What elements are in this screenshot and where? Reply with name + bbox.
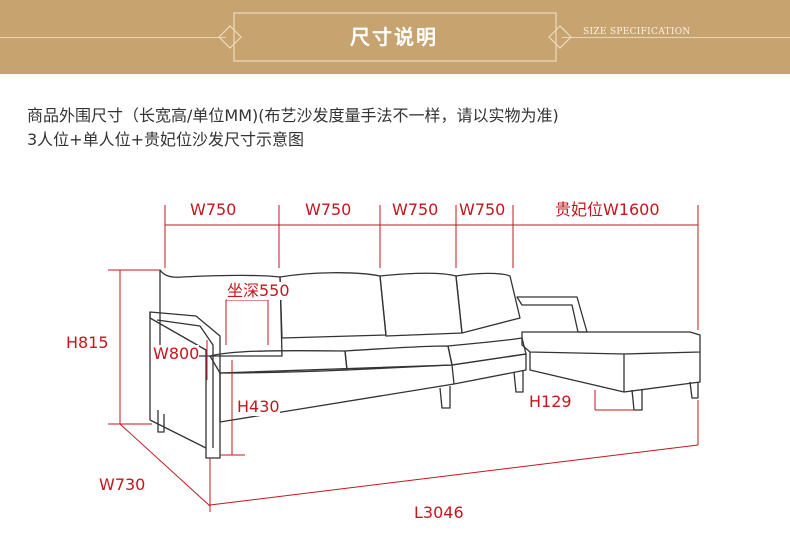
description-line-1: 商品外围尺寸（长宽高/单位MM)(布艺沙发度量手法不一样，请以实物为准) (27, 106, 559, 125)
description-line-2: 3人位+单人位+贵妃位沙发尺寸示意图 (27, 130, 304, 149)
width-label-2: W750 (305, 200, 352, 219)
back-cushion-1 (159, 269, 283, 357)
seat-cushion-3 (447, 337, 527, 366)
banner-title: 尺寸说明 (350, 25, 438, 49)
left-back-leg (157, 410, 165, 433)
left-arm-frame (149, 311, 221, 459)
leg-height-label: H129 (529, 392, 572, 411)
banner-frame (218, 12, 572, 62)
front-leg-2 (513, 370, 524, 393)
chaise-leg-back (689, 381, 699, 399)
dimension-lines (108, 205, 699, 512)
length-label: L3046 (414, 503, 464, 522)
width-label-3: W750 (392, 200, 439, 219)
base-divider (451, 364, 455, 385)
depth-label: W730 (99, 475, 146, 494)
chaise-base (529, 352, 701, 393)
front-leg-1 (439, 386, 451, 409)
left-arm-side (149, 312, 207, 449)
height-total-label: H815 (66, 333, 109, 352)
width-label-1: W750 (190, 200, 237, 219)
sofa-outline (149, 269, 701, 459)
width-label-4: W750 (459, 200, 506, 219)
back-cushion-4 (455, 272, 521, 334)
arm-width-label: W800 (153, 344, 200, 363)
header-banner: 尺寸说明 SIZE SPECIFICATION (0, 0, 790, 74)
banner-subtitle: SIZE SPECIFICATION (583, 27, 691, 37)
banner-rule-right (562, 37, 790, 38)
left-arm-inner (156, 319, 214, 448)
back-cushion-2 (279, 272, 387, 339)
chaise-width-label: 贵妃位W1600 (555, 200, 660, 219)
chaise-leg-front (631, 389, 643, 411)
seat-height-label: H430 (237, 397, 280, 416)
back-cushion-3 (379, 272, 463, 337)
banner-rule-left (0, 37, 226, 38)
chaise-cushion (521, 331, 701, 355)
right-arm (516, 296, 588, 333)
seat-depth-label: 坐深550 (227, 281, 290, 300)
